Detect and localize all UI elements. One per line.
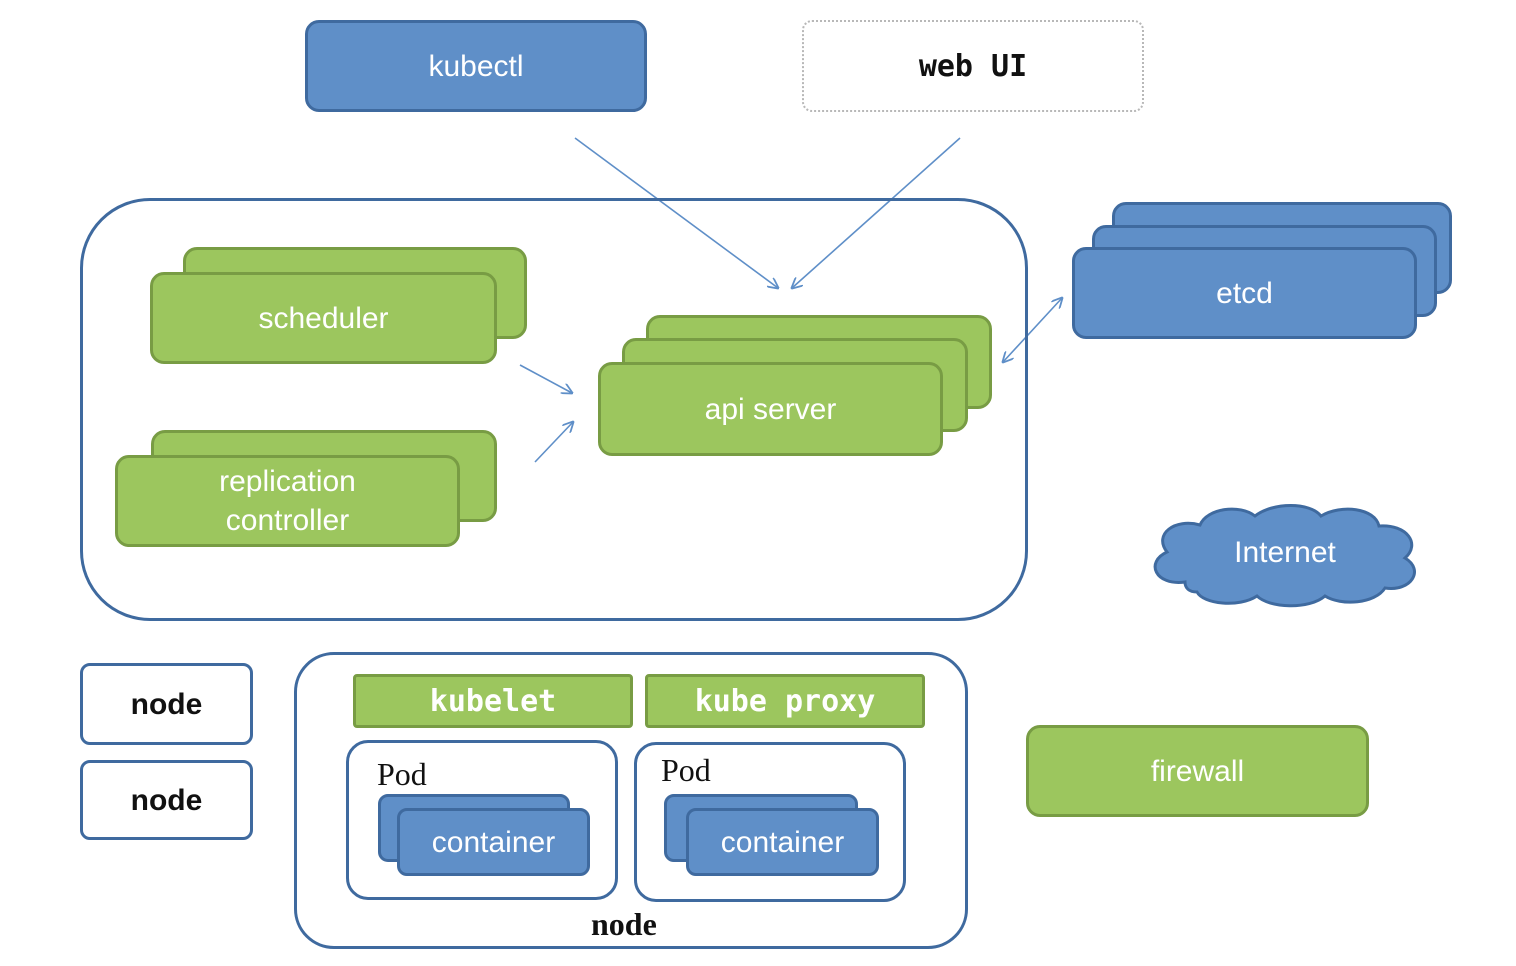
kube-proxy-box: kube proxy (645, 674, 925, 728)
webui-to-api-arrow (792, 137, 961, 288)
kubectl-box: kubectl (305, 20, 647, 112)
node-box-1: node (80, 663, 253, 745)
pod-2-container-box: container (686, 808, 879, 876)
etcd-label: etcd (1216, 276, 1273, 310)
kubelet-box: kubelet (353, 674, 633, 728)
controller-to-api-arrow (534, 422, 573, 463)
kubectl-label: kubectl (428, 49, 524, 83)
node-label-1: node (130, 687, 203, 721)
node-label-2: node (130, 783, 203, 817)
web-ui-box: web UI (802, 20, 1144, 112)
firewall-label: firewall (1150, 754, 1245, 788)
scheduler-box: scheduler (150, 272, 497, 364)
api-server-box: api server (598, 362, 943, 456)
internet-label-wrap: Internet (1145, 500, 1425, 604)
master-panel (80, 198, 1028, 621)
kubelet-label: kubelet (429, 683, 557, 719)
worker-node-label: node (591, 906, 657, 942)
pod-label-1: Pod (377, 756, 427, 792)
scheduler-to-api-arrow (519, 364, 572, 393)
kubectl-to-api-arrow (574, 137, 778, 288)
pod-1-container-box: container (397, 808, 590, 876)
node-box-2: node (80, 760, 253, 840)
worker-node-panel (294, 652, 968, 949)
pod-label-2: Pod (661, 752, 711, 788)
web-ui-label: web UI (918, 48, 1028, 84)
internet-label: Internet (1234, 535, 1336, 569)
pod-2-container-label: container (720, 825, 845, 859)
replication-controller-label-line2: controller (225, 504, 350, 537)
internet-cloud-icon (1153, 504, 1416, 608)
kube-proxy-label: kube proxy (694, 683, 876, 719)
replication-controller-box: replication controller (115, 455, 460, 547)
scheduler-label: scheduler (258, 301, 389, 335)
firewall-box: firewall (1026, 725, 1369, 817)
etcd-box: etcd (1072, 247, 1417, 339)
api-etcd-arrow (1003, 298, 1062, 362)
api-server-label: api server (704, 392, 837, 426)
pod-1-container-label: container (431, 825, 556, 859)
replication-controller-label-line1: replication (219, 465, 356, 498)
